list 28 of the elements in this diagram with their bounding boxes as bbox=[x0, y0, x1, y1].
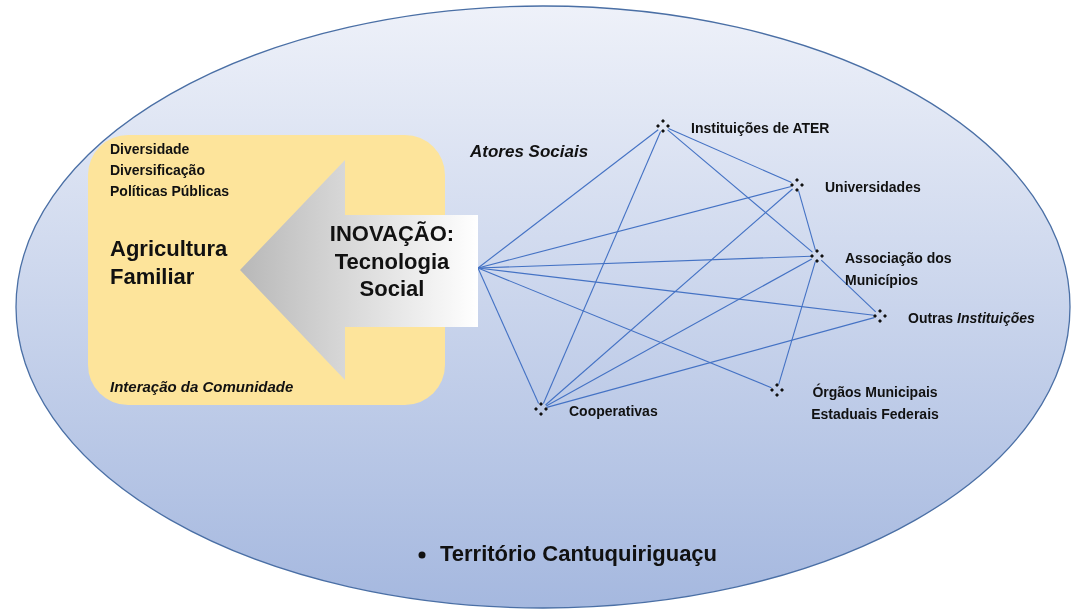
connector-line bbox=[545, 258, 813, 407]
group-label: Atores Sociais bbox=[470, 142, 589, 162]
arrow-text: INOVAÇÃO: Tecnologia Social bbox=[328, 220, 456, 303]
connector-line bbox=[778, 261, 816, 385]
actor-name: Instituições de ATER bbox=[691, 119, 831, 138]
node-title: Agricultura Familiar bbox=[110, 235, 229, 290]
connector-line bbox=[546, 317, 875, 408]
actor-name: Universidades bbox=[825, 178, 922, 197]
actor-name: Outras Instituições bbox=[908, 309, 1036, 328]
territory-ellipse bbox=[15, 5, 1071, 609]
actor-name: Cooperativas bbox=[569, 402, 659, 421]
actor-name: Associação dos Municípios bbox=[845, 249, 953, 290]
connector-line bbox=[477, 267, 772, 389]
actor-name: Órgãos Municipais Estaduais Federais bbox=[810, 382, 940, 424]
connector-line bbox=[477, 129, 659, 269]
connector-line bbox=[820, 259, 877, 313]
territory-title: Território Cantuquiriguaçu bbox=[440, 540, 719, 568]
list-item: Políticas Públicas bbox=[110, 183, 231, 201]
list-item: Diversidade bbox=[110, 141, 191, 159]
connector-line bbox=[798, 190, 816, 251]
connector-line bbox=[667, 129, 813, 253]
block-arrow bbox=[240, 160, 478, 380]
list-item: Diversificação bbox=[110, 162, 206, 180]
connector-line bbox=[542, 130, 662, 405]
node-caption: Interação da Comunidade bbox=[110, 378, 295, 397]
connector-line bbox=[544, 188, 794, 406]
connector-line bbox=[477, 255, 812, 269]
connector-line bbox=[667, 127, 793, 184]
